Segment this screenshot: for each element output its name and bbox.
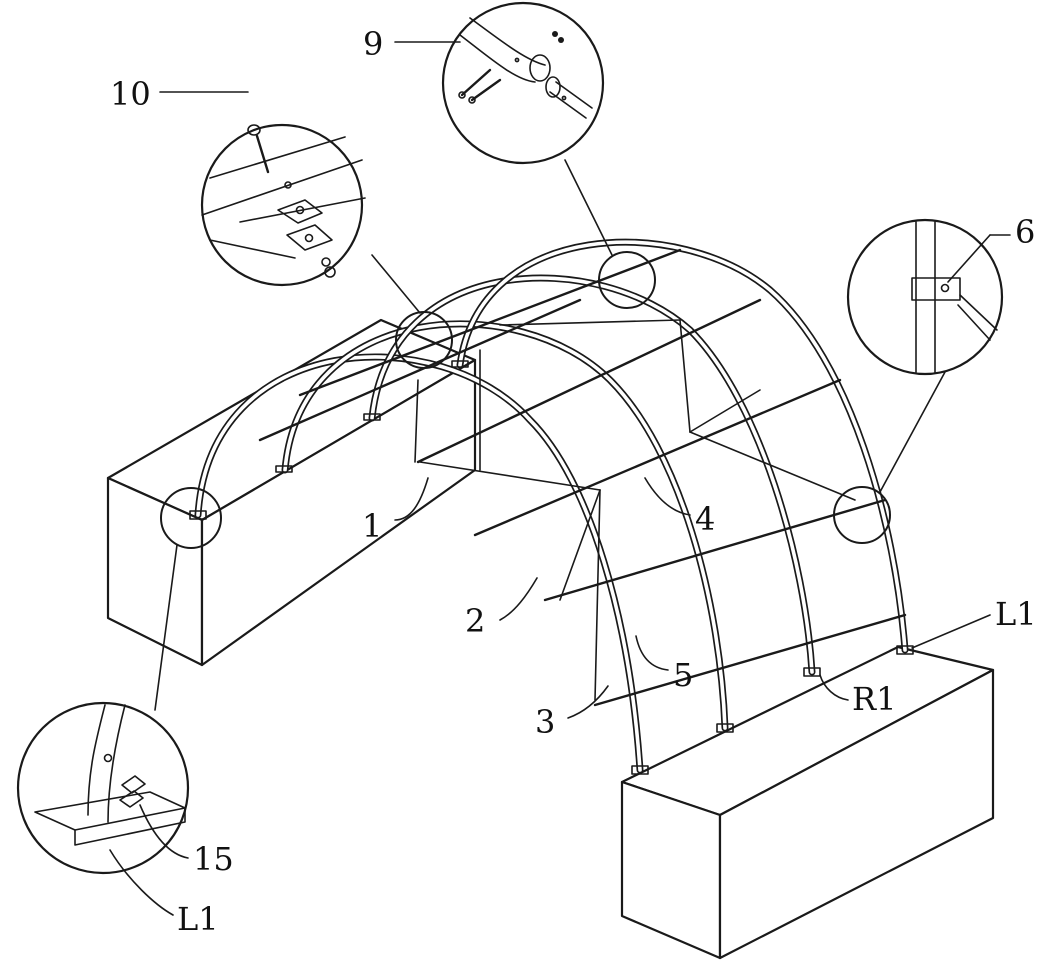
marker-right-joint [833,486,891,544]
label-6: 6 [1015,213,1035,251]
callout-15-detail [16,701,190,875]
label-1: 1 [362,507,382,545]
marker-ridge-left [395,311,453,369]
label-L1-right: L1 [995,595,1037,633]
base-feet [189,360,914,775]
label-2: 2 [465,602,485,640]
label-15: 15 [193,840,234,878]
label-L1-bottom: L1 [177,900,219,938]
detail-markers [160,251,891,549]
arch-frame [189,238,914,775]
callout-9-detail [441,1,605,165]
label-10: 10 [110,75,151,113]
label-3: 3 [535,703,555,741]
part-labels: 10 9 6 1 4 2 5 3 L1 R1 15 L1 [109,25,1037,938]
arch-tubes [194,238,909,774]
marker-ridge-right [598,251,656,309]
callout-leaders [154,159,946,711]
right-container-block [620,645,995,960]
right-block-side [718,668,995,960]
label-9: 9 [363,25,383,63]
marker-left-base [160,487,222,549]
purlins [258,248,907,707]
label-R1: R1 [852,680,896,718]
callout-6-detail [846,218,1004,376]
label-4: 4 [695,500,715,538]
label-5: 5 [673,656,693,694]
diagonal-braces [414,319,856,701]
callout-10-detail [200,123,366,287]
